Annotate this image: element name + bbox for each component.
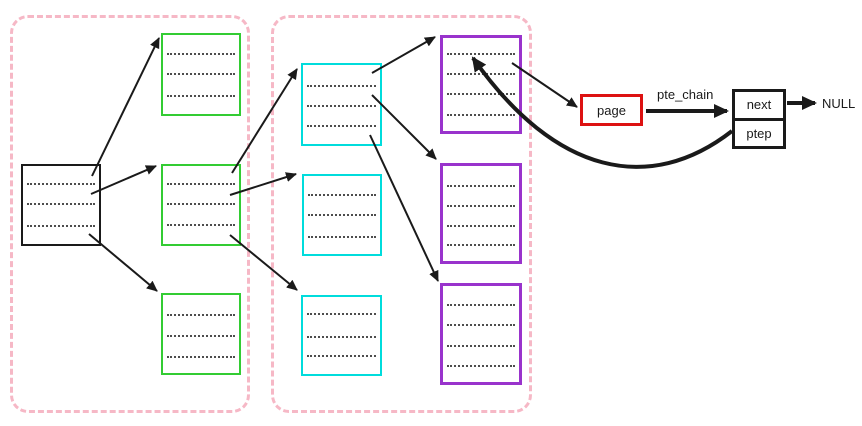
table-entry-row [167, 203, 235, 205]
address-space-group-2 [271, 15, 532, 413]
pointer-arrow [88, 233, 158, 292]
table-entry-row [447, 114, 515, 116]
pte-chain-next-cell: next [735, 92, 783, 118]
table-entry-row [307, 125, 376, 127]
ptep-field-label: ptep [746, 125, 772, 141]
level2-page-table-1 [161, 33, 241, 116]
address-space-group-1 [10, 15, 250, 413]
table-entry-row [447, 53, 515, 55]
pointer-arrow [229, 234, 298, 291]
pointer-arrow [90, 165, 157, 195]
null-label: NULL [822, 96, 856, 111]
page-struct-box: page [580, 94, 643, 126]
table-entry-row [447, 345, 515, 347]
table-entry-row [447, 225, 515, 227]
level2-page-table-3 [161, 293, 241, 375]
level3-page-table-2 [302, 174, 382, 256]
table-entry-row [447, 73, 515, 75]
pointer-arrow [369, 134, 439, 282]
ptep-to-pte-curved-arrow [471, 56, 734, 169]
table-entry-row [447, 244, 515, 246]
pointer-arrow [229, 172, 297, 196]
table-entry-row [447, 205, 515, 207]
table-entry-row [27, 203, 95, 205]
table-entry-row [167, 95, 235, 97]
page-struct-label: page [597, 102, 626, 118]
pte-page-table-2 [440, 163, 522, 264]
pte-chain-label: pte_chain [657, 87, 714, 102]
table-entry-row [167, 356, 235, 358]
table-entry-row [167, 73, 235, 75]
table-entry-row [167, 335, 235, 337]
table-entry-row [27, 183, 95, 185]
level3-page-table-3 [301, 295, 382, 376]
table-entry-row [307, 105, 376, 107]
table-entry-row [167, 183, 235, 185]
table-entry-row [27, 225, 95, 227]
pte-chain-ptep-cell: ptep [735, 117, 783, 147]
table-entry-row [447, 304, 515, 306]
pointer-arrow [511, 62, 578, 108]
table-entry-row [447, 365, 515, 367]
level2-page-table-2 [161, 164, 241, 246]
table-entry-row [447, 93, 515, 95]
table-entry-row [167, 314, 235, 316]
table-entry-row [308, 194, 376, 196]
table-entry-row [308, 236, 376, 238]
pointer-arrow [91, 37, 160, 177]
level3-page-table-1 [301, 63, 382, 146]
table-entry-row [447, 185, 515, 187]
pte-page-table-1 [440, 35, 522, 134]
table-entry-row [307, 85, 376, 87]
table-entry-row [308, 214, 376, 216]
table-entry-row [447, 324, 515, 326]
root-page-table [21, 164, 101, 246]
pointer-arrow [231, 68, 298, 174]
pointer-arrow [371, 36, 436, 74]
pte-chain-node-box: next ptep [732, 89, 786, 149]
table-entry-row [307, 355, 376, 357]
table-entry-row [167, 53, 235, 55]
table-entry-row [307, 313, 376, 315]
pte-page-table-3 [440, 283, 522, 385]
table-entry-row [167, 224, 235, 226]
next-field-label: next [746, 97, 772, 113]
table-entry-row [307, 336, 376, 338]
pointer-arrow [371, 94, 437, 160]
